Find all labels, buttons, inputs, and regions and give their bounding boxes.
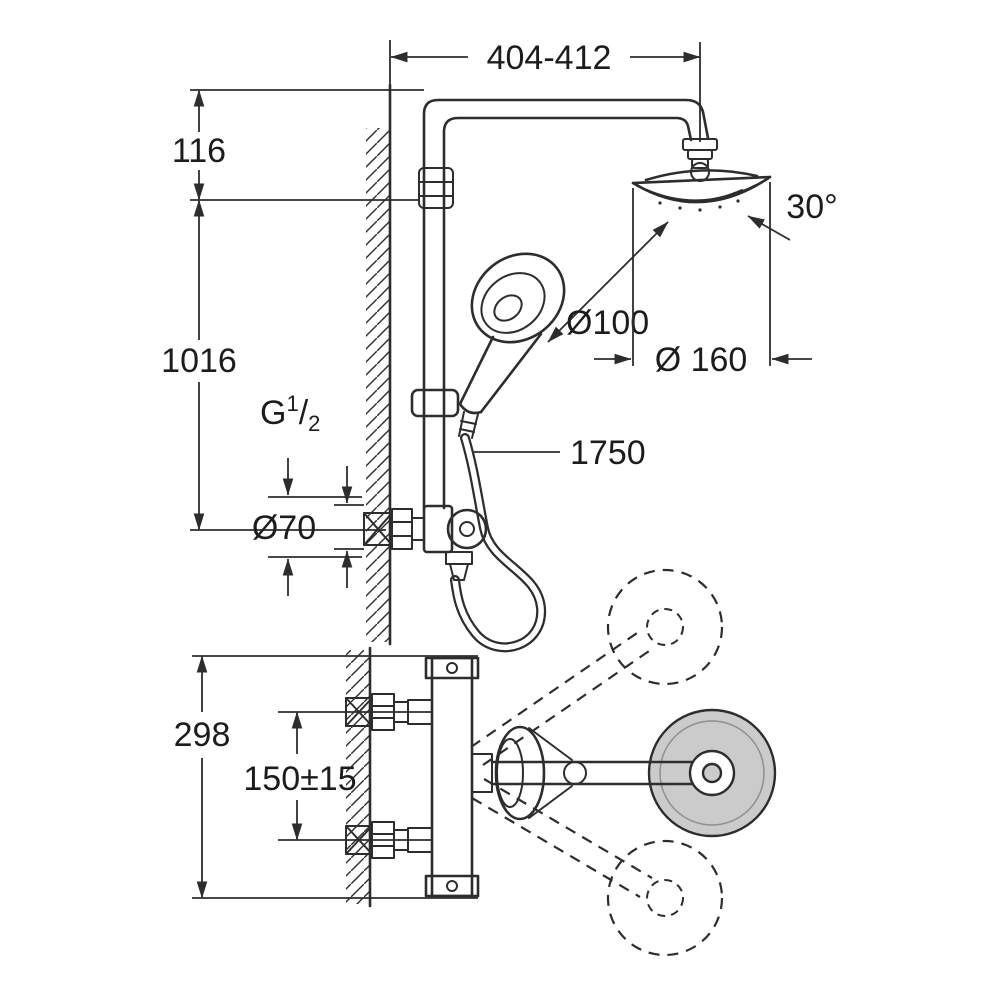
dim-top-width: 404-412 <box>390 39 701 142</box>
arm-connection-nut <box>471 753 493 793</box>
hand-shower-plan <box>494 725 587 821</box>
plan-view <box>345 568 777 957</box>
head-shower-swivel-upper <box>470 568 724 766</box>
dim-hand-shower: Ø100 <box>547 221 669 343</box>
dim-tilt-angle: 30° <box>747 188 838 241</box>
elevation-view <box>363 40 772 653</box>
hose-outlet-nut <box>445 551 473 565</box>
shower-arm-outer <box>422 98 710 510</box>
thermostat-valve <box>363 504 488 581</box>
thread-g: G <box>260 394 286 432</box>
hand-shower-holder <box>410 388 460 418</box>
dim-head-shower: Ø 160 <box>594 182 812 379</box>
shower-hose <box>450 433 547 653</box>
hand-shower <box>458 252 566 439</box>
valve-handle-upper <box>424 656 480 680</box>
dim-label-thread: G1/2 <box>260 391 320 436</box>
valve-body-plan <box>430 656 474 898</box>
dim-label-plan-depth: 298 <box>174 716 231 754</box>
riser-collar <box>418 167 454 209</box>
dim-escutcheon: Ø70 <box>252 458 364 596</box>
dim-label-hose-length: 1750 <box>570 434 646 472</box>
dim-label-hand-shower: Ø100 <box>566 304 649 342</box>
dim-label-wall-offset: 116 <box>172 132 226 170</box>
thermostat-knob <box>446 508 488 550</box>
dim-label-connection-spacing: 150±15 <box>243 760 356 798</box>
head-shower-plan <box>490 708 777 838</box>
head-shower-connector <box>682 138 718 182</box>
plan-wall-hatching <box>346 650 370 904</box>
dim-label-riser-height: 1016 <box>161 342 237 380</box>
dim-label-tilt-angle: 30° <box>786 188 837 226</box>
head-shower <box>631 169 772 212</box>
shower-arm-inner <box>442 116 693 510</box>
thread-slash: / <box>299 394 309 432</box>
dim-label-head-shower: Ø 160 <box>655 341 748 379</box>
wall-hatching <box>366 128 390 642</box>
dim-wall-offset: 116 <box>172 89 424 201</box>
valve-handle-lower <box>424 874 480 898</box>
dim-riser-height: 1016 <box>161 199 386 531</box>
dim-plan-depth: 298 <box>174 655 478 899</box>
plan-dimensions: 298 150±15 <box>174 655 478 899</box>
elevation-dimensions: 404-412 116 1016 G1/2 Ø70 <box>161 39 838 596</box>
dim-label-escutcheon: Ø70 <box>252 509 316 547</box>
thread-sup: 1 <box>286 391 298 416</box>
dim-hose-length: 1750 <box>474 434 646 472</box>
head-shower-swivel-lower <box>471 778 724 957</box>
thread-sub: 2 <box>308 411 320 436</box>
dim-connection-spacing: 150±15 <box>243 711 432 841</box>
dim-label-top-width: 404-412 <box>487 39 612 77</box>
